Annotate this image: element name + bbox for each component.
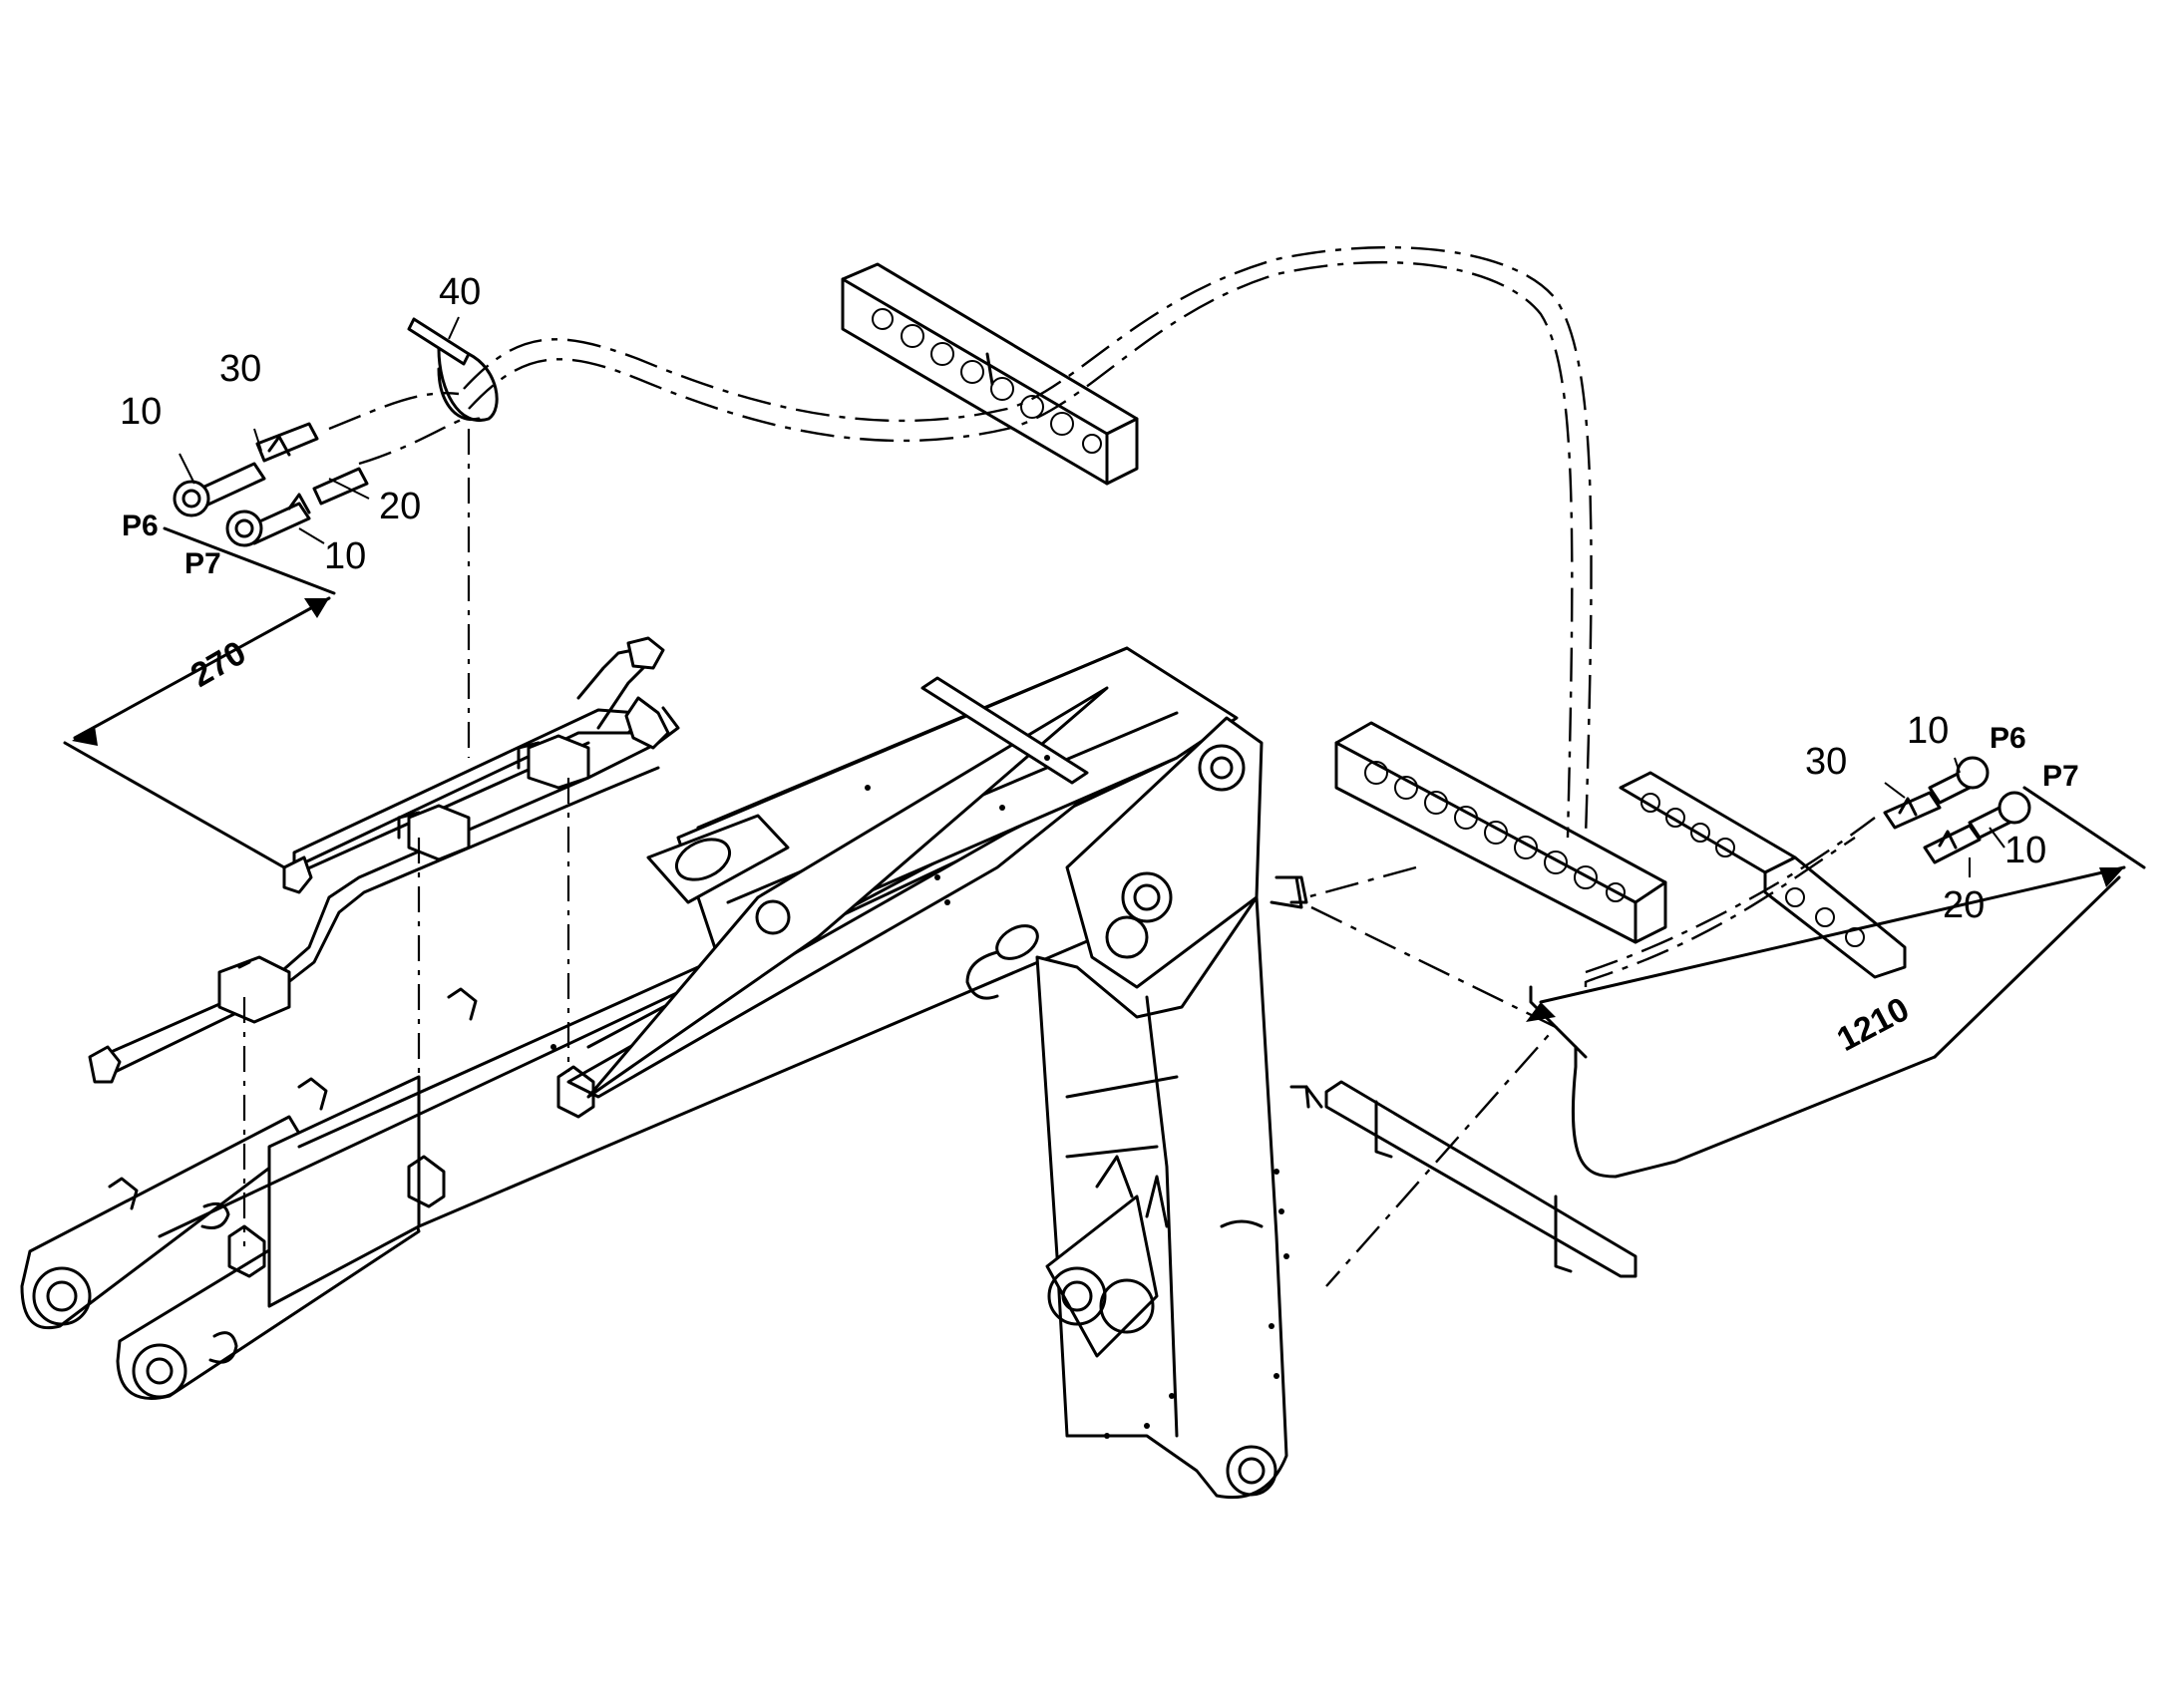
upper-clamp-block [841, 262, 1139, 486]
mounting-clips [108, 987, 595, 1278]
callout-10-left-bottom: 10 [324, 535, 366, 577]
callout-10-right-bottom: 10 [2004, 830, 2046, 871]
left-alignment-lines [242, 429, 570, 1246]
dimension-270 [63, 526, 336, 869]
callout-10-left-top: 10 [120, 391, 162, 433]
callout-30-left: 30 [219, 348, 261, 390]
callout-20-right: 20 [1943, 884, 1985, 926]
right-fittings [1883, 756, 2031, 877]
port-p6-right: P6 [1990, 722, 2026, 755]
dimension-label-270: 270 [184, 634, 252, 695]
excavator-boom [20, 646, 1323, 1500]
port-p7-right: P7 [2042, 760, 2079, 793]
callout-30-right: 30 [1805, 741, 1847, 783]
dimension-label-1210: 1210 [1831, 990, 1916, 1059]
port-p6-left: P6 [122, 510, 159, 542]
dimension-1210 [1526, 786, 2146, 1059]
callout-20-left: 20 [379, 486, 421, 527]
port-p7-left: P7 [184, 547, 221, 580]
right-labels: 10 30 10 20 P6 P7 1210 [1805, 710, 2079, 1059]
callout-40: 40 [439, 271, 481, 313]
left-fittings [173, 316, 499, 547]
left-pipe-assembly [88, 636, 680, 1084]
right-bracket-bar [1284, 875, 1637, 1278]
right-hose-solid [1571, 1045, 1937, 1179]
callout-10-right-top: 10 [1907, 710, 1949, 752]
right-clamp-blocks [1334, 721, 1907, 979]
